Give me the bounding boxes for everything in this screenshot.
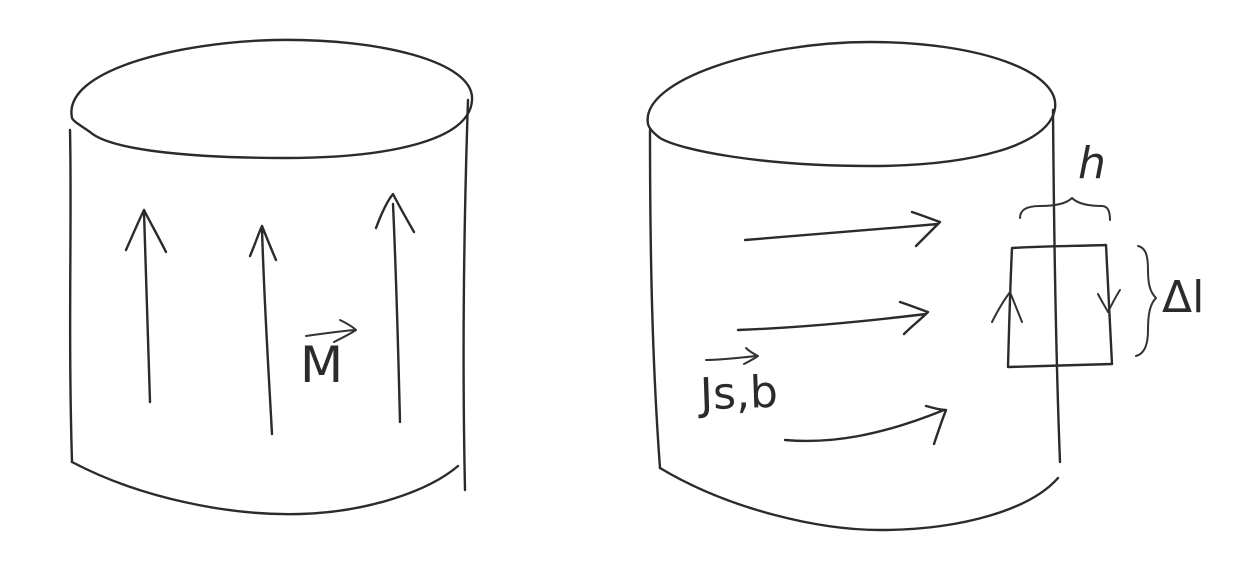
left-cylinder	[68, 38, 474, 516]
right-cylinder-bottom-curve	[658, 466, 1060, 532]
left-cylinder-left-side	[68, 128, 74, 464]
j-arrow-2	[736, 300, 930, 336]
j-vector-arrow	[705, 347, 759, 365]
right-cylinder	[646, 40, 1157, 532]
dl-brace	[1135, 245, 1157, 357]
loop-up-arrow	[991, 291, 1023, 323]
left-cylinder-top-ellipse	[70, 38, 474, 160]
right-cylinder-left-side	[648, 128, 662, 470]
loop-down-arrow	[1097, 289, 1121, 313]
left-cylinder-right-side	[462, 98, 470, 492]
m-arrow-3	[374, 192, 416, 424]
surface-current-label: Js,b	[699, 366, 779, 421]
j-arrow-3	[783, 404, 948, 446]
left-cylinder-bottom-curve	[70, 460, 460, 516]
right-cylinder-top-ellipse	[646, 40, 1057, 168]
m-arrow-1	[124, 208, 168, 404]
loop-height-label: Δl	[1162, 272, 1205, 323]
loop-width-label: h	[1078, 138, 1106, 189]
m-vector-arrow	[305, 319, 357, 343]
magnetization-label: M	[300, 336, 345, 394]
h-brace	[1019, 197, 1111, 221]
right-cylinder-right-side	[1051, 108, 1062, 464]
m-arrow-2	[248, 224, 278, 436]
amperian-loop	[1006, 243, 1114, 369]
j-arrow-1	[743, 210, 942, 248]
